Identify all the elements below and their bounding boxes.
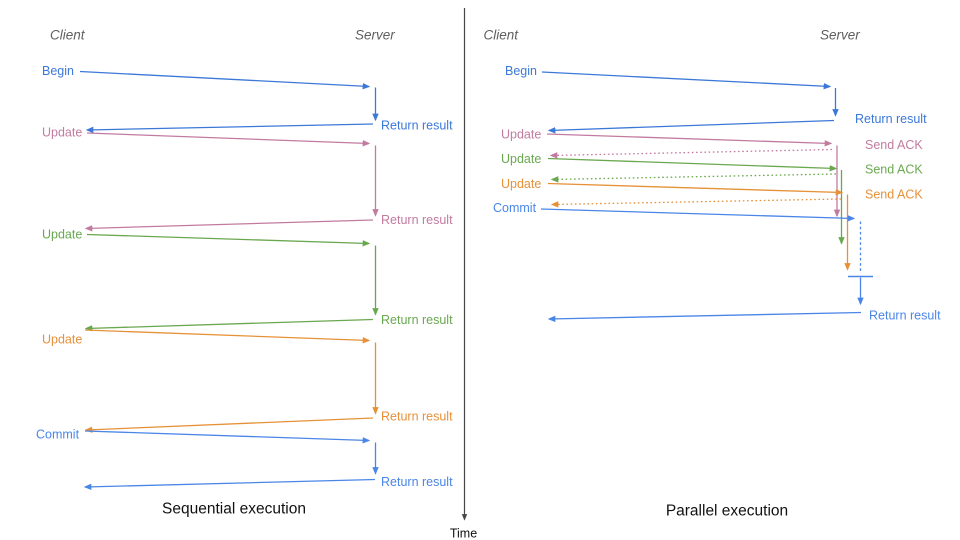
seq-update1-request-arrow <box>86 132 371 147</box>
par-begin-request-arrow <box>541 71 832 90</box>
seq-update3-request-arrow <box>84 329 371 344</box>
seq-begin-label: Begin <box>42 64 74 78</box>
seq-commit-request-arrow <box>84 430 371 444</box>
seq-update1-label: Update <box>42 126 82 140</box>
par-update3-ack-arrow <box>550 198 842 208</box>
par-begin-response-label: Return result <box>855 112 927 126</box>
par-update2-label: Update <box>501 152 541 166</box>
seq-update3-response-label: Return result <box>381 410 453 424</box>
parallel-panel-title: Parallel execution <box>666 503 788 520</box>
seq-update2-response-arrow <box>84 318 374 332</box>
par-update1-ack-arrow <box>549 148 833 159</box>
seq-update2-request-arrow <box>86 233 371 247</box>
time-axis: Time <box>450 8 477 540</box>
par-update2-request-arrow <box>547 157 838 172</box>
time-axis-label: Time <box>450 527 477 540</box>
par-begin-label: Begin <box>505 64 537 78</box>
par-update1-ack-label: Send ACK <box>865 138 923 152</box>
par-begin-response-arrow <box>547 119 835 134</box>
seq-commit-response-arrow <box>83 478 376 491</box>
seq-begin-request-arrow <box>79 70 371 90</box>
seq-server-header: Server <box>355 28 395 43</box>
par-update2-ack-label: Send ACK <box>865 163 923 177</box>
seq-update3-response-arrow <box>84 417 374 433</box>
seq-begin-response-label: Return result <box>381 119 453 133</box>
par-server-header: Server <box>820 28 860 43</box>
par-update1-label: Update <box>501 128 541 142</box>
par-commit-request-arrow <box>540 208 856 222</box>
seq-commit-response-label: Return result <box>381 475 453 489</box>
par-commit-response-label: Return result <box>869 309 941 323</box>
seq-update3-label: Update <box>42 333 82 347</box>
sequential-panel-title: Sequential execution <box>162 501 306 518</box>
seq-begin-response-arrow <box>85 123 374 134</box>
par-commit-response-arrow <box>547 311 862 323</box>
seq-update1-response-arrow <box>84 219 374 232</box>
seq-commit-label: Commit <box>36 428 80 442</box>
sequential-panel: Client Server Begin Return result Update… <box>36 28 453 518</box>
seq-update2-response-label: Return result <box>381 313 453 327</box>
par-client-header: Client <box>484 28 520 43</box>
parallel-panel: Client Server Begin Return result Update… <box>484 28 942 520</box>
par-update3-request-arrow <box>547 182 844 196</box>
par-update3-label: Update <box>501 177 541 191</box>
seq-update1-response-label: Return result <box>381 213 453 227</box>
par-update2-ack-arrow <box>550 173 837 183</box>
par-update1-request-arrow <box>546 133 833 147</box>
par-update3-ack-label: Send ACK <box>865 188 923 202</box>
seq-client-header: Client <box>50 28 86 43</box>
seq-update2-label: Update <box>42 228 82 242</box>
par-commit-label: Commit <box>493 201 537 215</box>
